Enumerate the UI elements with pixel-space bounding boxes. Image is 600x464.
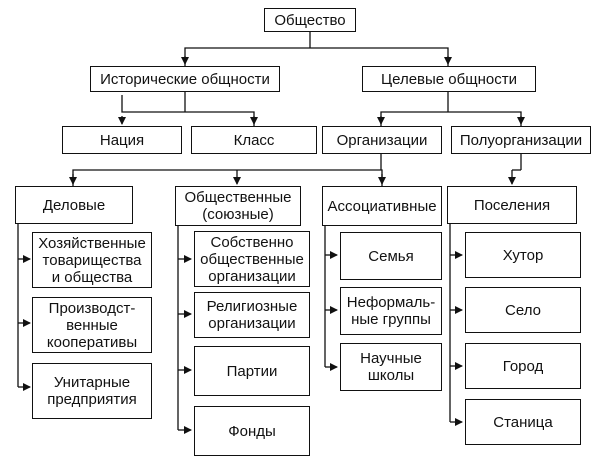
associative-column-header: Ассоциативные: [322, 186, 442, 226]
public-item-3: Партии: [194, 346, 310, 396]
associative-item-2: Неформаль- ные группы: [340, 287, 442, 335]
public-item-2: Религиозные организации: [194, 292, 310, 338]
business-column-header: Деловые: [15, 186, 133, 224]
class-node: Класс: [191, 126, 317, 154]
root-node: Общество: [264, 8, 356, 32]
target-communities-node: Целевые общности: [362, 66, 536, 92]
public-column-header: Общественные (союзные): [175, 186, 301, 226]
settlements-column-header: Поселения: [447, 186, 577, 224]
semi-organizations-node: Полуорганизации: [451, 126, 591, 154]
settlements-item-1: Хутор: [465, 232, 581, 278]
settlements-item-2: Село: [465, 287, 581, 333]
public-item-1: Собственно общественные организации: [194, 231, 310, 287]
public-item-4: Фонды: [194, 406, 310, 456]
associative-item-1: Семья: [340, 232, 442, 280]
historical-communities-node: Исторические общности: [90, 66, 280, 92]
nation-node: Нация: [62, 126, 182, 154]
settlements-item-3: Город: [465, 343, 581, 389]
associative-item-3: Научные школы: [340, 343, 442, 391]
business-item-3: Унитарные предприятия: [32, 363, 152, 419]
settlements-item-4: Станица: [465, 399, 581, 445]
business-item-1: Хозяйственные товарищества и общества: [32, 232, 152, 288]
organizations-node: Организации: [322, 126, 442, 154]
business-item-2: Производст- венные кооперативы: [32, 297, 152, 353]
